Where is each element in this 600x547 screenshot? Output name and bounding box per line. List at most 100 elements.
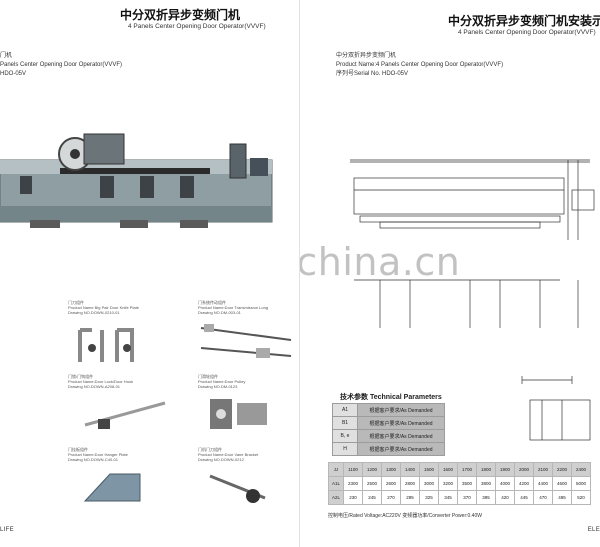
spec-title: 技术参数 Technical Parameters	[340, 394, 442, 401]
door-operator-image	[0, 133, 273, 228]
part-4-line3: Drawing NO.DM-003-01	[198, 310, 241, 315]
right-page: 中分双折异步变频门机安装示意图 4 Panels Center Opening …	[300, 0, 600, 547]
part-4-line1: 门系统传动组件	[198, 300, 226, 305]
dims-cell: 2300	[343, 476, 363, 491]
part-1-line3: Drawing NO.DOWN-0210-01	[68, 310, 120, 315]
param-value: 根据客户要求/As Demanded	[357, 416, 445, 430]
left-title-cn: 中分双折异步变频门机	[120, 8, 241, 22]
left-footer: LIFE	[0, 527, 14, 533]
dims-cell: 2000	[514, 462, 534, 477]
part-2-line1: 门锁/门钩组件	[68, 374, 94, 379]
dims-cell: 470	[533, 490, 553, 505]
right-footer: ELE	[587, 527, 600, 533]
dims-cell: 1900	[495, 462, 515, 477]
part-6-line2: Product Name:Door Vane Bracket	[198, 452, 259, 457]
dims-cell: 1400	[400, 462, 420, 477]
part-3-line2: Product Name:Door Hanger Plate	[68, 452, 128, 457]
params-row: H 根据客户要求/As Demanded	[332, 442, 445, 456]
detail-drawing	[521, 376, 591, 441]
dims-row: A2L 230 245 270 295 325 345 370 395 420 …	[328, 490, 591, 505]
part-3-line1: 门挂板组件	[68, 447, 88, 452]
dims-cell: 5000	[571, 476, 591, 491]
param-label: B1	[332, 416, 358, 430]
dims-cell: 2800	[400, 476, 420, 491]
door-pulley-image	[210, 399, 267, 429]
part-2-line2: Product Name:Door Lock/Door Hook	[68, 379, 134, 384]
dims-cell: 4400	[533, 476, 553, 491]
param-value: 根据客户要求/As Demanded	[357, 429, 445, 443]
right-product-line3: 序列号Serial No. HDO-05V	[336, 71, 409, 77]
rated-voltage-note: 控制电压/Rated Voltage:AC220V 变频器功率/Converte…	[328, 513, 482, 519]
dims-cell: 1100	[343, 462, 363, 477]
right-title-en: 4 Panels Center Opening Door Operator(VV…	[458, 29, 596, 36]
left-product-line2: Panels Center Opening Door Operator(VVVF…	[0, 62, 123, 68]
left-product-line1: 门机	[0, 53, 13, 59]
dims-cell: 445	[514, 490, 534, 505]
param-label: B, e	[332, 429, 358, 443]
dims-row: JJ 1100 1200 1300 1400 1500 1600 1700 18…	[328, 462, 591, 477]
params-row: A1 根据客户要求/As Demanded	[332, 403, 445, 417]
dims-cell: 1300	[381, 462, 401, 477]
door-lock-image	[84, 401, 166, 429]
dims-cell: 3200	[438, 476, 458, 491]
right-product-line1: 中分双折异步变频门机	[336, 53, 397, 59]
right-title-cn: 中分双折异步变频门机安装示意图	[448, 14, 600, 28]
dims-cell: 230	[343, 490, 363, 505]
dims-cell: 345	[438, 490, 458, 505]
dims-row-label: A1L	[328, 476, 344, 491]
dims-cell: 1800	[476, 462, 496, 477]
right-product-line2: Product Name:4 Panels Center Opening Doo…	[336, 62, 504, 68]
door-hanger-image	[83, 473, 141, 502]
dims-cell: 520	[571, 490, 591, 505]
param-value: 根据客户要求/As Demanded	[357, 403, 445, 417]
dims-cell: 395	[476, 490, 496, 505]
installation-drawing	[350, 159, 595, 328]
dims-table: JJ 1100 1200 1300 1400 1500 1600 1700 18…	[328, 462, 591, 505]
part-6-line3: Drawing NO.DOWN-0212	[198, 457, 244, 462]
param-label: A1	[332, 403, 358, 417]
door-knife-image	[78, 328, 134, 362]
part-4-line2: Product Name:Door Transmission Long	[198, 305, 269, 310]
dims-cell: 4600	[552, 476, 572, 491]
dims-cell: 3800	[476, 476, 496, 491]
dims-cell: 2600	[381, 476, 401, 491]
dims-cell: 495	[552, 490, 572, 505]
dims-cell: 1600	[438, 462, 458, 477]
dims-cell: 4200	[514, 476, 534, 491]
part-6-line1: 门机门刀组件	[198, 447, 222, 452]
part-5-line1: 门滑轮组件	[198, 374, 218, 379]
dims-cell: 2500	[362, 476, 382, 491]
part-2-line3: Drawing NO.DOWN-A208-01	[68, 384, 121, 389]
dims-cell: 270	[381, 490, 401, 505]
part-1-line1: 门刀组件	[68, 300, 84, 305]
dims-cell: 295	[400, 490, 420, 505]
param-label: H	[332, 442, 358, 456]
dims-cell: 3000	[419, 476, 439, 491]
part-5-line2: Product Name:Door Pulley	[198, 379, 246, 384]
door-vane-image	[209, 474, 266, 503]
dims-cell: 1200	[362, 462, 382, 477]
dims-row-label: A2L	[328, 490, 344, 505]
dims-cell: 245	[362, 490, 382, 505]
dims-cell: 370	[457, 490, 477, 505]
dims-cell: 4000	[495, 476, 515, 491]
left-title-en: 4 Panels Center Opening Door Operator(VV…	[128, 23, 266, 30]
dims-row-label: JJ	[328, 462, 344, 477]
dims-cell: 420	[495, 490, 515, 505]
dims-cell: 1500	[419, 462, 439, 477]
part-3-line3: Drawing NO.DOWN-C40-01	[68, 457, 119, 462]
part-5-line3: Drawing NO.DM-0123	[198, 384, 238, 389]
dims-cell: 325	[419, 490, 439, 505]
param-value: 根据客户要求/As Demanded	[357, 442, 445, 456]
left-page: 中分双折异步变频门机 4 Panels Center Opening Door …	[0, 0, 300, 547]
params-row: B, e 根据客户要求/As Demanded	[332, 429, 445, 443]
dims-cell: 2400	[571, 462, 591, 477]
params-table: A1 根据客户要求/As Demanded B1 根据客户要求/As Deman…	[332, 403, 445, 456]
left-product-line3: HDO-05V	[0, 71, 27, 77]
dims-cell: 2100	[533, 462, 553, 477]
params-row: B1 根据客户要求/As Demanded	[332, 416, 445, 430]
dims-cell: 1700	[457, 462, 477, 477]
dims-cell: 3500	[457, 476, 477, 491]
part-1-line2: Product Name Big Pair Door Knife Plate	[68, 305, 139, 310]
door-transmission-image	[200, 324, 292, 358]
